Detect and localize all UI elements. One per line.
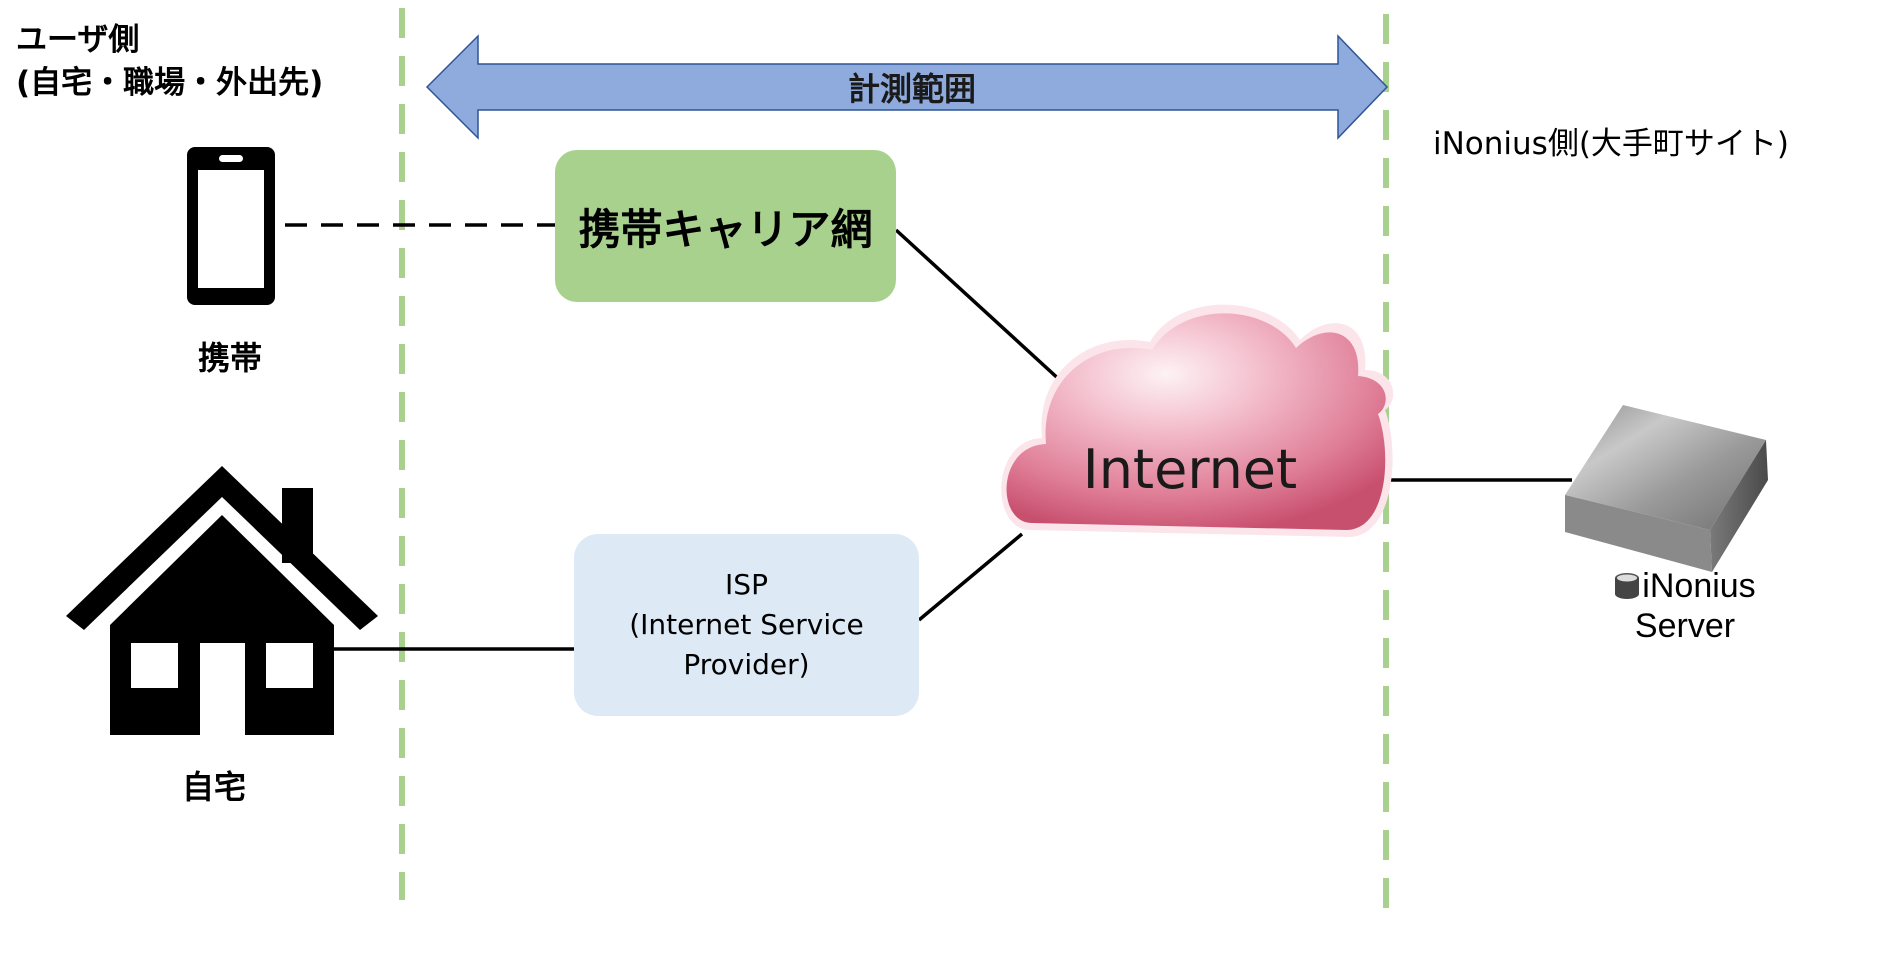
isp-label-line2: (Internet Service [629,608,864,641]
carrier-network-box: 携帯キャリア網 [555,150,896,302]
internet-label: Internet [1082,438,1298,501]
user-side-title: ユーザ側 [16,22,140,58]
server-label-line2: Server [1634,607,1736,645]
carrier-network-label: 携帯キャリア網 [578,204,873,254]
measurement-range-label: 計測範囲 [847,70,976,108]
server-icon [1565,405,1768,572]
inonius-side-title: iNonius側(大手町サイト) [1433,126,1790,162]
server-label-line1: iNonius [1642,567,1756,605]
isp-to-internet-connector [917,532,1024,622]
home-label: 自宅 [182,768,247,806]
mobile-label: 携帯 [198,339,263,377]
mobile-phone-icon [187,147,275,305]
measurement-range-arrow [425,34,1389,140]
isp-label-line1: ISP [725,568,768,601]
house-icon [66,466,378,735]
isp-label-line3: Provider) [683,648,810,681]
user-side-subtitle: (自宅・職場・外出先) [16,65,324,101]
server-label: iNonius Server [1580,566,1790,646]
database-icon [1615,573,1640,599]
internet-cloud-icon [1001,304,1394,537]
carrier-to-internet-connector [894,228,1064,384]
isp-box: ISP (Internet Service Provider) [574,534,919,716]
